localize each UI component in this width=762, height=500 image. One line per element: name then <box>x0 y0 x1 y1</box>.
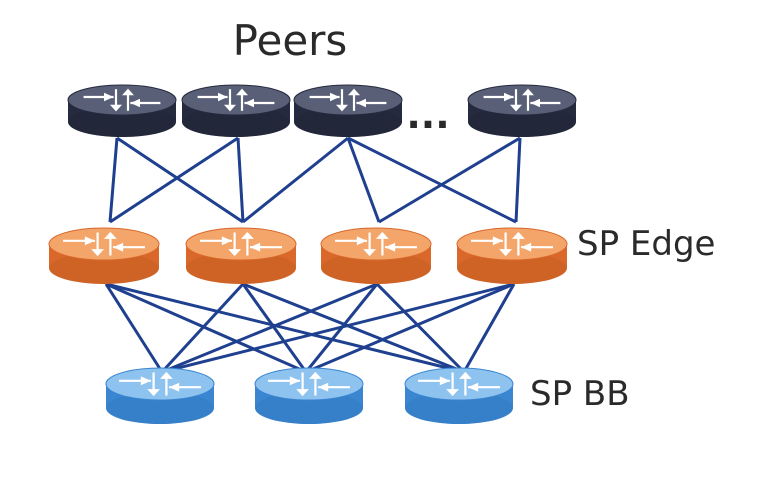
router-rim <box>182 107 290 137</box>
router-icon <box>418 371 500 397</box>
router-icon <box>483 88 561 112</box>
router-top <box>185 227 297 261</box>
peer-edge-link <box>242 136 349 224</box>
edge-bb-link <box>161 282 515 374</box>
router-rim <box>255 392 363 424</box>
router-icon <box>197 88 275 112</box>
peer-edge-link <box>347 136 517 224</box>
bb-router <box>105 367 215 424</box>
router-top <box>467 84 577 116</box>
router-icon <box>268 371 350 397</box>
router-top <box>320 227 432 261</box>
router-icon <box>63 231 145 257</box>
router-top <box>48 227 160 261</box>
edge-bb-link <box>104 283 164 373</box>
edge-bb-link <box>241 283 308 373</box>
router-rim <box>405 392 513 424</box>
sp-edge-label: SP Edge <box>577 224 715 264</box>
router-rim <box>457 252 567 284</box>
edge-router <box>185 227 297 284</box>
router-rim <box>49 252 159 284</box>
router-top <box>181 84 291 116</box>
edge-bb-link <box>105 282 307 374</box>
edge-router <box>320 227 432 284</box>
edge-bb-link <box>375 282 466 374</box>
edge-router <box>48 227 160 284</box>
edge-bb-link <box>242 282 465 374</box>
router-icon <box>309 88 387 112</box>
links-layer <box>104 136 522 374</box>
router-top <box>67 84 177 116</box>
sp-bb-label: SP BB <box>530 374 630 414</box>
edge-bb-link <box>462 283 516 373</box>
peers-label: Peers <box>233 16 348 65</box>
peer-edge-link <box>116 136 244 224</box>
router-rim <box>106 392 214 424</box>
edge-bb-link <box>305 282 515 374</box>
edge-bb-link <box>160 282 245 374</box>
peers-router <box>293 84 403 137</box>
router-rim <box>68 107 176 137</box>
router-top <box>293 84 403 116</box>
peer-edge-link <box>346 137 381 223</box>
peer-edge-link <box>236 137 245 223</box>
router-icon <box>200 231 282 257</box>
ellipsis-label: ... <box>406 93 449 137</box>
edge-router <box>456 227 568 284</box>
edge-bb-link <box>161 282 378 374</box>
router-icon <box>119 371 201 397</box>
router-rim <box>468 107 576 137</box>
router-icon <box>335 231 417 257</box>
router-rim <box>294 107 402 137</box>
bb-router <box>254 367 364 424</box>
peers-router <box>67 84 177 137</box>
router-top <box>254 367 364 401</box>
peers-router <box>181 84 291 137</box>
router-rim <box>186 252 296 284</box>
peer-edge-link <box>378 136 521 224</box>
router-top <box>456 227 568 261</box>
peer-edge-link <box>109 136 239 224</box>
router-rim <box>321 252 431 284</box>
router-icon <box>83 88 161 112</box>
edge-bb-link <box>105 282 465 374</box>
router-top <box>404 367 514 401</box>
bb-router <box>404 367 514 424</box>
nodes-layer <box>48 84 577 424</box>
peers-router <box>467 84 577 137</box>
peer-edge-link <box>108 137 119 223</box>
peer-edge-link <box>514 137 522 223</box>
router-top <box>105 367 215 401</box>
router-icon <box>471 231 553 257</box>
